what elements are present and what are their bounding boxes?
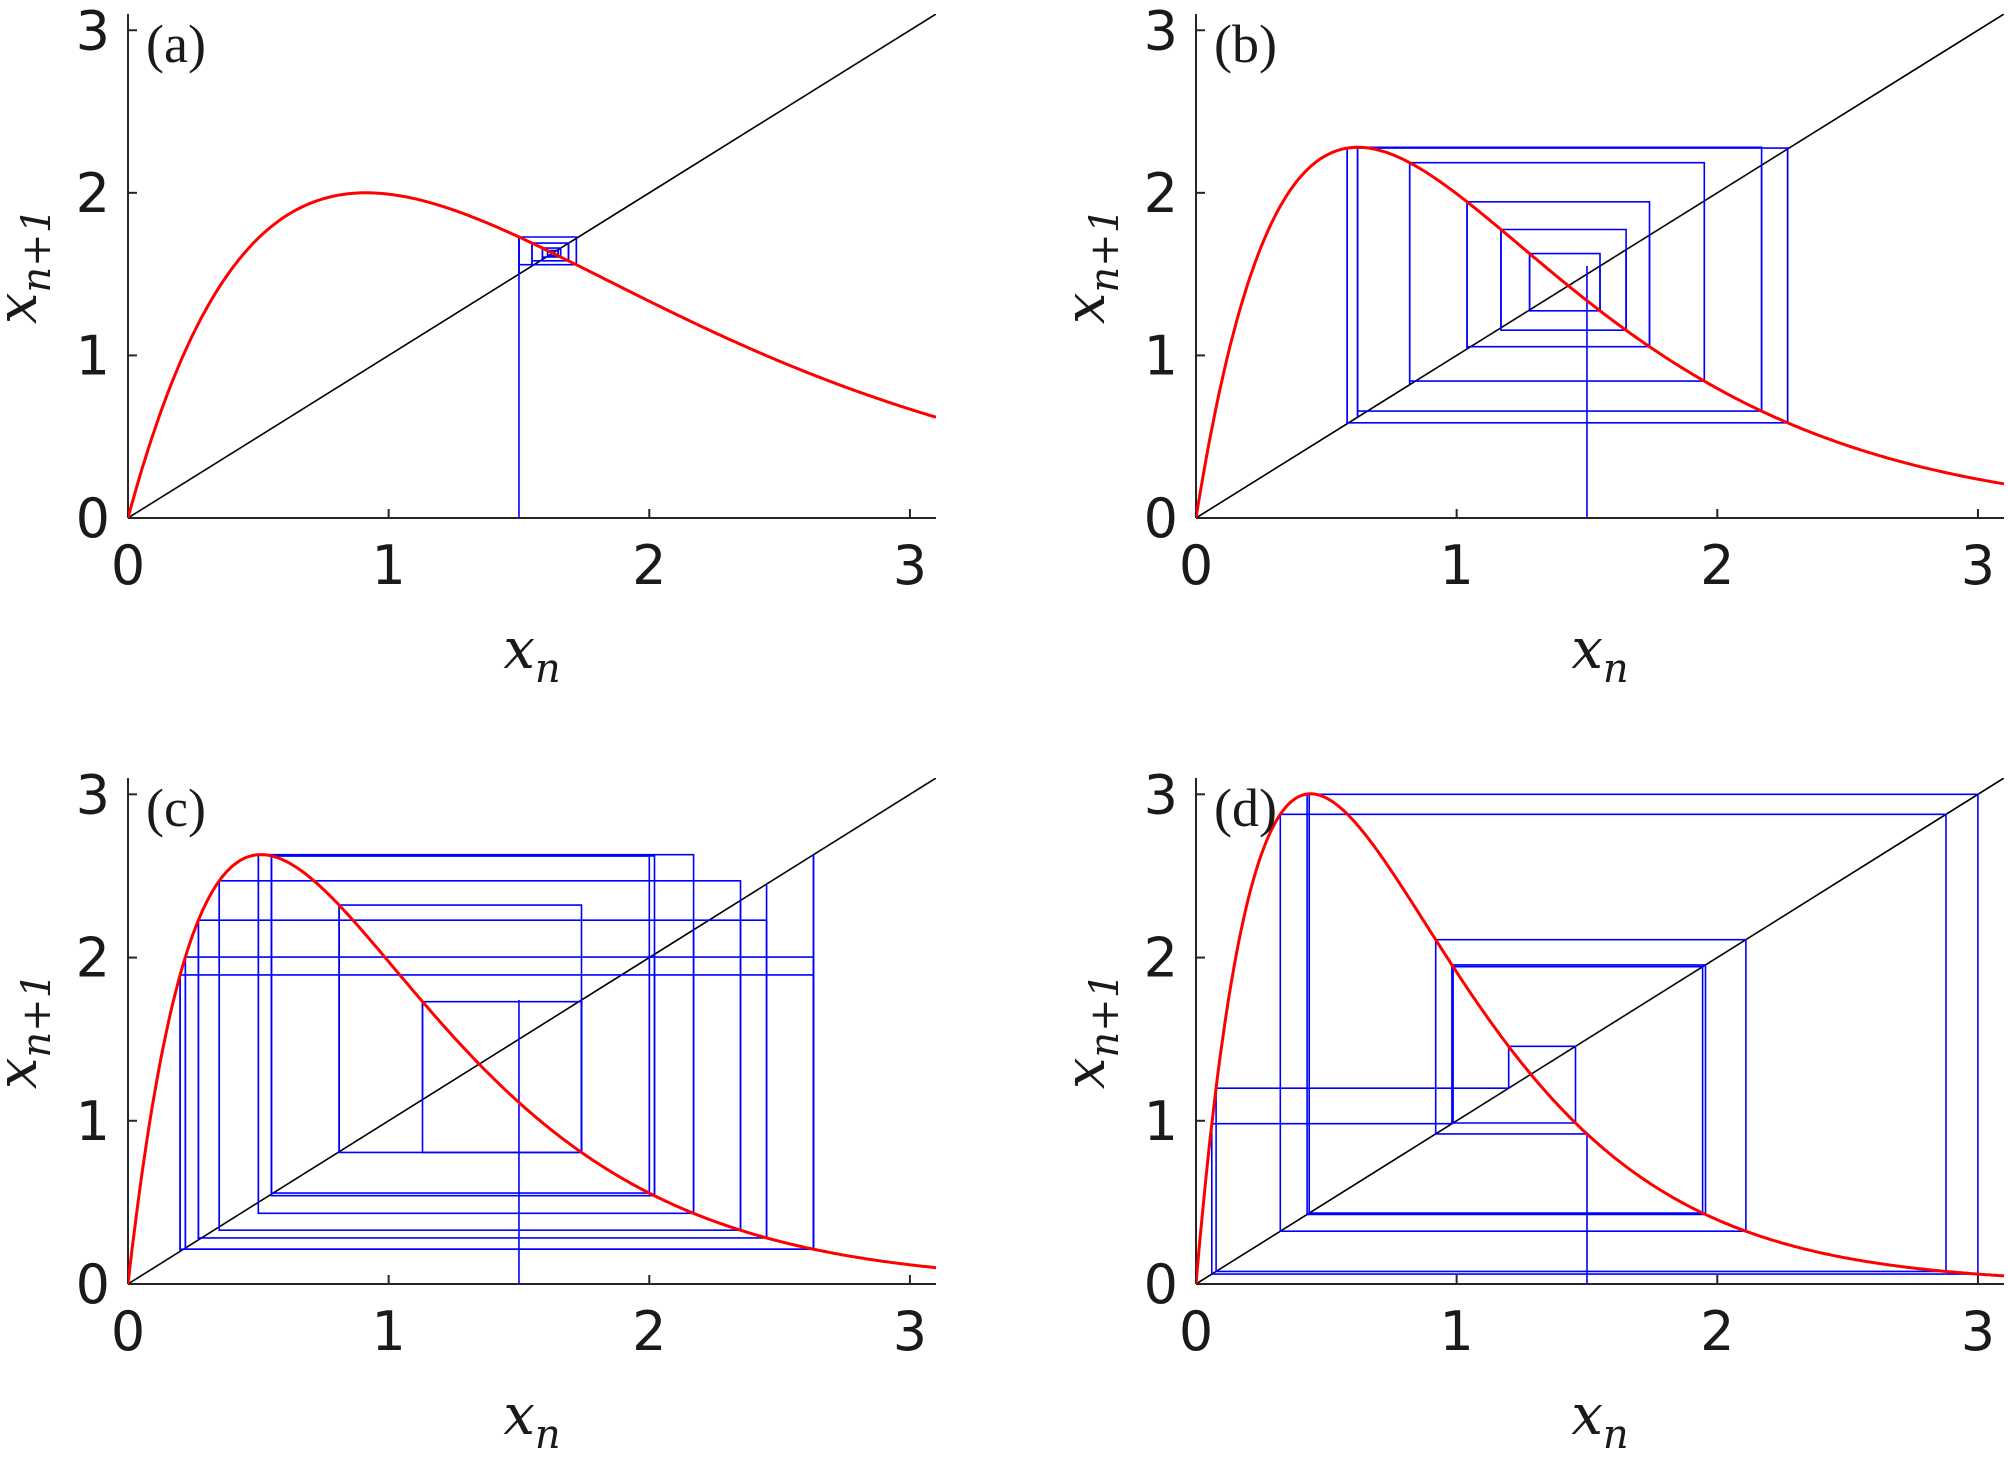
y-tick-label: 0	[76, 487, 110, 550]
y-tick-label: 3	[76, 763, 110, 826]
map-curve	[1196, 792, 2004, 1284]
panel-label: (b)	[1214, 14, 1277, 74]
panel-label: (c)	[146, 778, 206, 838]
y-tick-label: 0	[76, 1253, 110, 1316]
x-tick-label: 3	[1961, 1300, 1995, 1363]
x-axis-label: xn	[503, 1383, 560, 1458]
x-tick-label: 3	[893, 534, 927, 597]
panel-label: (a)	[146, 14, 206, 74]
map-curve	[128, 853, 936, 1284]
panel-label: (d)	[1214, 778, 1277, 838]
cobweb-box	[197, 919, 768, 1240]
diagonal-line	[128, 778, 936, 1284]
x-tick-label: 2	[1700, 1300, 1734, 1363]
x-tick-label: 1	[1439, 534, 1473, 597]
y-axis-label: xn+1	[1053, 208, 1128, 324]
panel-3: 0 1 2 3 0 1 2 3 (c) xn xn+1	[0, 763, 936, 1458]
cobweb-box	[257, 853, 695, 1215]
y-tick-label: 3	[1144, 763, 1178, 826]
x-tick-label: 3	[1961, 534, 1995, 597]
x-tick-label: 1	[1439, 1300, 1473, 1363]
x-tick-label: 2	[632, 534, 666, 597]
y-tick-label: 0	[1144, 1253, 1178, 1316]
y-axis-label: xn+1	[1053, 973, 1128, 1089]
plot-area	[1196, 778, 2004, 1284]
panel-2: 0 1 2 3 0 1 2 3 (b) xn xn+1	[1053, 0, 2004, 692]
y-tick-label: 1	[1144, 324, 1178, 387]
cobweb-box	[1356, 146, 1763, 418]
x-tick-label: 2	[1700, 534, 1734, 597]
y-tick-label: 1	[76, 324, 110, 387]
cobweb-box	[338, 904, 583, 1154]
x-tick-label: 1	[371, 1300, 405, 1363]
x-tick-label: 1	[371, 534, 405, 597]
y-tick-label: 1	[76, 1090, 110, 1153]
x-tick-label: 0	[1179, 534, 1213, 597]
cobweb-orbit	[1211, 793, 1979, 1284]
y-tick-label: 1	[1144, 1090, 1178, 1153]
y-tick-label: 2	[76, 162, 110, 225]
plot-area	[128, 778, 936, 1284]
diagonal-line	[1196, 778, 2004, 1284]
x-axis-label: xn	[1571, 617, 1628, 692]
cobweb-box	[179, 974, 815, 1252]
x-tick-label: 0	[111, 534, 145, 597]
cobweb	[518, 236, 578, 518]
cobweb	[179, 853, 815, 1284]
x-tick-label: 0	[1179, 1300, 1213, 1363]
cobweb-box	[1408, 161, 1706, 385]
x-tick-label: 3	[893, 1300, 927, 1363]
cobweb	[1346, 146, 1789, 518]
map-curve	[128, 191, 936, 518]
cobweb	[1211, 793, 1979, 1284]
panel-1: 0 1 2 3 0 1 2 3 (a) xn xn+1	[0, 0, 936, 692]
x-tick-label: 0	[111, 1300, 145, 1363]
y-tick-label: 2	[1144, 927, 1178, 990]
x-axis-label: xn	[1571, 1383, 1628, 1458]
y-tick-label: 0	[1144, 487, 1178, 550]
cobweb-box	[421, 1000, 583, 1154]
cobweb-box	[270, 855, 651, 1195]
y-axis-label: xn+1	[0, 973, 60, 1089]
y-tick-label: 3	[76, 0, 110, 62]
panel-4: 0 1 2 3 0 1 2 3 (d) xn xn+1	[1053, 763, 2004, 1458]
map-curve	[1196, 145, 2004, 518]
y-tick-label: 3	[1144, 0, 1178, 62]
y-axis-label: xn+1	[0, 208, 60, 324]
x-tick-label: 2	[632, 1300, 666, 1363]
x-axis-label: xn	[503, 617, 560, 692]
plot-area	[1196, 14, 2004, 518]
y-tick-label: 2	[76, 927, 110, 990]
y-tick-label: 2	[1144, 162, 1178, 225]
cobweb-box	[270, 855, 656, 1197]
plot-area	[128, 14, 936, 518]
